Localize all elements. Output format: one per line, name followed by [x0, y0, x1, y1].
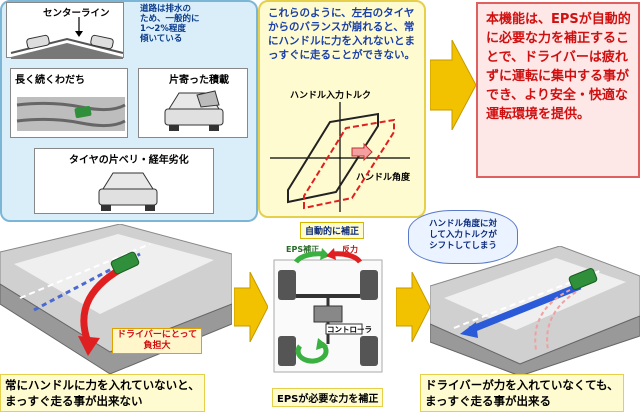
- torque-shift-callout: ハンドル角度に対 して入力トルクが シフトしてしまう: [408, 210, 518, 264]
- angle-axis-label: ハンドル角度: [356, 173, 411, 183]
- controller-label: コントローラ: [327, 325, 372, 334]
- right-scene-caption: ドライバーが力を入れていなくても、 まっすぐ走る事が出来る: [420, 374, 624, 412]
- eps-steering-mechanism: [273, 248, 383, 373]
- torque-hysteresis-graph: [270, 102, 410, 212]
- bottom-right-arrow: [396, 272, 430, 342]
- road-crosssection-illustration: [10, 17, 124, 59]
- road-drainage-note: 道路は排水の ため、一般的に 1～2%程度 傾いている: [140, 4, 200, 44]
- tire-wear-box: タイヤの片ベリ・経年劣化: [34, 148, 214, 214]
- bottom-left-arrow: [234, 272, 268, 342]
- reaction-force-label: 反力: [342, 245, 358, 254]
- tire-wear-car-illustration: [98, 172, 158, 211]
- uneven-load-box: 片寄った積載: [138, 68, 248, 138]
- auto-correct-label: 自動的に補正: [300, 222, 365, 239]
- left-scene-caption: 常にハンドルに力を入れていないと、 まっすぐ走る事が出来ない: [0, 374, 205, 412]
- ruts-illustration: [16, 97, 126, 131]
- ruts-label: 長く続くわだち: [15, 75, 85, 86]
- uneven-load-label: 片寄った積載: [169, 75, 229, 86]
- driver-burden-label: ドライバーにとって 負担大: [112, 328, 203, 354]
- explanation-panel: これらのように、左右のタイヤからのバランスが崩れると、常にハンドルに力を入れない…: [258, 0, 426, 218]
- road-crosssection-box: センターライン: [6, 2, 124, 59]
- right-road-scene: [430, 246, 640, 376]
- result-panel: 本機能は、EPSが自動的に必要な力を補正することで、ドライバーは疲れずに運転に集…: [476, 2, 640, 178]
- result-text: 本機能は、EPSが自動的に必要な力を補正することで、ドライバーは疲れずに運転に集…: [486, 12, 631, 122]
- center-line-label: センターライン: [43, 8, 110, 19]
- eps-correction-caption: EPSが必要な力を補正: [272, 388, 384, 407]
- ruts-box: 長く続くわだち: [10, 68, 128, 138]
- uneven-load-car-illustration: [164, 90, 224, 131]
- eps-correction-label: EPS補正: [286, 245, 320, 254]
- top-right-arrow: [430, 40, 476, 130]
- tire-wear-label: タイヤの片ベリ・経年劣化: [69, 155, 189, 166]
- causes-panel: センターライン 道路は排水の ため、一般的に 1～2%程度 傾いている 長く続く…: [0, 0, 258, 222]
- torque-axis-label: ハンドル入力トルク: [290, 91, 372, 101]
- explanation-text: これらのように、左右のタイヤからのバランスが崩れると、常にハンドルに力を入れない…: [268, 7, 415, 61]
